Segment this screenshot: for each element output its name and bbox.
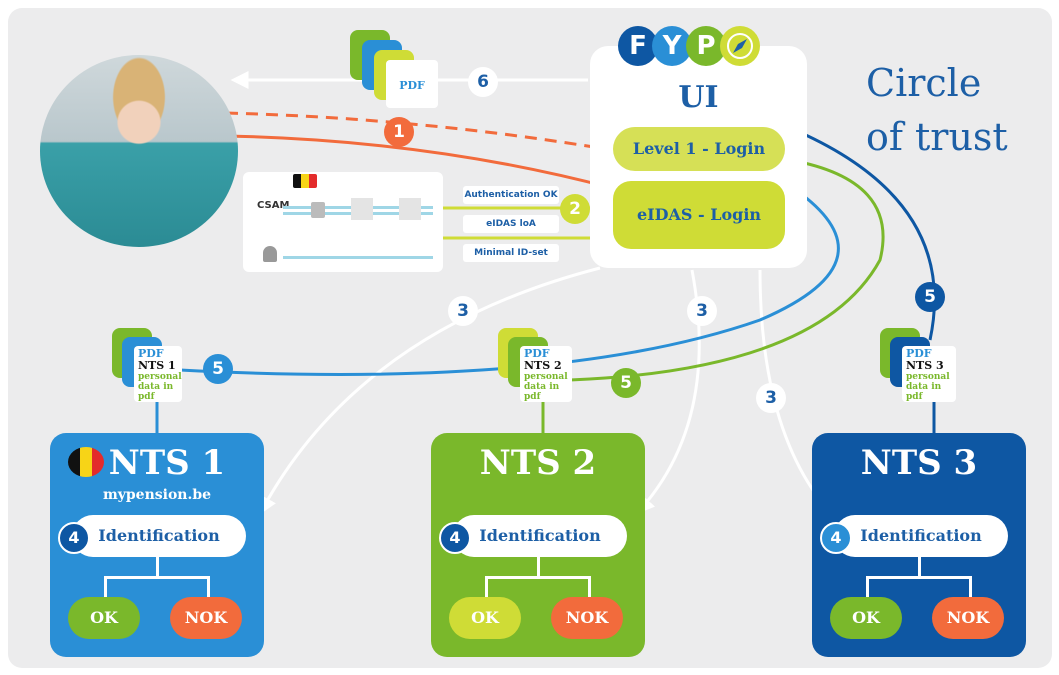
tag-eidas-loa: eIDAS loA (463, 215, 559, 233)
nts2-box: NTS 2 Identification 4 OK NOK (431, 433, 645, 657)
doc-nts2: PDF NTS 2 personal data in pdf (520, 346, 572, 402)
arrow-5-nts2 (569, 153, 885, 382)
doc-nts3-data2: data in pdf (906, 382, 942, 402)
nts2-title: NTS 2 (479, 443, 597, 483)
user-icon (263, 246, 277, 262)
doc-nts3-data1: personal (906, 372, 950, 382)
nts2-step-4-badge: 4 (439, 522, 471, 554)
nts1-identification[interactable]: Identification (72, 515, 246, 557)
tag-minimal-id-set: Minimal ID-set (463, 244, 559, 262)
doc-nts2-pdf: PDF (524, 347, 550, 360)
eidas-schematic: CSAM (243, 172, 443, 272)
nts1-nok-button[interactable]: NOK (170, 597, 242, 639)
logo-letter-f: F (618, 26, 658, 66)
compass-icon (720, 26, 760, 66)
nts3-step-4-badge: 4 (820, 522, 852, 554)
doc-nts1-data1: personal (138, 372, 182, 382)
nts3-box: NTS 3 Identification 4 OK NOK (812, 433, 1026, 657)
doc-nts1: PDF NTS 1 personal data in pdf (134, 346, 182, 402)
doc-nts1-data2: data in pdf (138, 382, 174, 402)
doc-nts3: PDF NTS 3 personal data in pdf (902, 346, 956, 402)
user-avatar (40, 55, 238, 247)
step-5-badge-nts2: 5 (611, 368, 641, 398)
arrow-3-nts1 (259, 266, 601, 515)
doc-nts2-data1: personal (524, 372, 568, 382)
doc-nts1-pdf: PDF (138, 347, 164, 360)
doc-nts3-pdf: PDF (906, 347, 932, 360)
belgium-flag-icon (68, 447, 104, 477)
circle-of-trust-line1: Circle (866, 61, 982, 105)
pdf-label: PDF (399, 79, 425, 92)
doc-nts1-name: NTS 1 (138, 359, 176, 372)
step-6-badge: 6 (468, 67, 498, 97)
step-5-badge-nts1: 5 (203, 354, 233, 384)
belgium-flag-icon (293, 174, 317, 188)
step-3-badge-nts1: 3 (448, 296, 478, 326)
step-2-badge: 2 (560, 194, 590, 224)
step-3-badge-nts2: 3 (687, 296, 717, 326)
nts3-nok-button[interactable]: NOK (932, 597, 1004, 639)
arrow-5-nts1 (179, 182, 840, 376)
step-3-badge-nts3: 3 (756, 383, 786, 413)
eidas-login-button[interactable]: eIDAS - Login (613, 181, 785, 249)
nts3-identification[interactable]: Identification (834, 515, 1008, 557)
step-1-badge: 1 (384, 117, 414, 147)
doc-nts3-name: NTS 3 (906, 359, 944, 372)
nts2-nok-button[interactable]: NOK (551, 597, 623, 639)
doc-nts2-name: NTS 2 (524, 359, 562, 372)
csam-label: CSAM (257, 200, 290, 211)
pdf-document: PDF (386, 60, 438, 108)
nts1-step-4-badge: 4 (58, 522, 90, 554)
arrow-1-solid (225, 134, 618, 194)
tag-authentication-ok: Authentication OK (463, 186, 559, 204)
nts2-ok-button[interactable]: OK (449, 597, 521, 639)
nts3-title: NTS 3 (860, 443, 978, 483)
doc-nts2-data2: data in pdf (524, 382, 560, 402)
circle-of-trust-title: Circle of trust (866, 56, 1008, 164)
nts1-subtitle: mypension.be (102, 487, 212, 503)
nts1-box: NTS 1 mypension.be Identification 4 OK N… (50, 433, 264, 657)
ui-title: UI (678, 80, 719, 115)
logo-letter-y: Y (652, 26, 692, 66)
nts2-identification[interactable]: Identification (453, 515, 627, 557)
nts1-ok-button[interactable]: OK (68, 597, 140, 639)
step-5-badge-nts3: 5 (915, 282, 945, 312)
nts1-title: NTS 1 (108, 443, 226, 483)
logo-letter-p: P (686, 26, 726, 66)
nts3-ok-button[interactable]: OK (830, 597, 902, 639)
level1-login-button[interactable]: Level 1 - Login (613, 127, 785, 171)
circle-of-trust-line2: of trust (866, 115, 1008, 159)
arrow-1-dashed (225, 111, 618, 157)
